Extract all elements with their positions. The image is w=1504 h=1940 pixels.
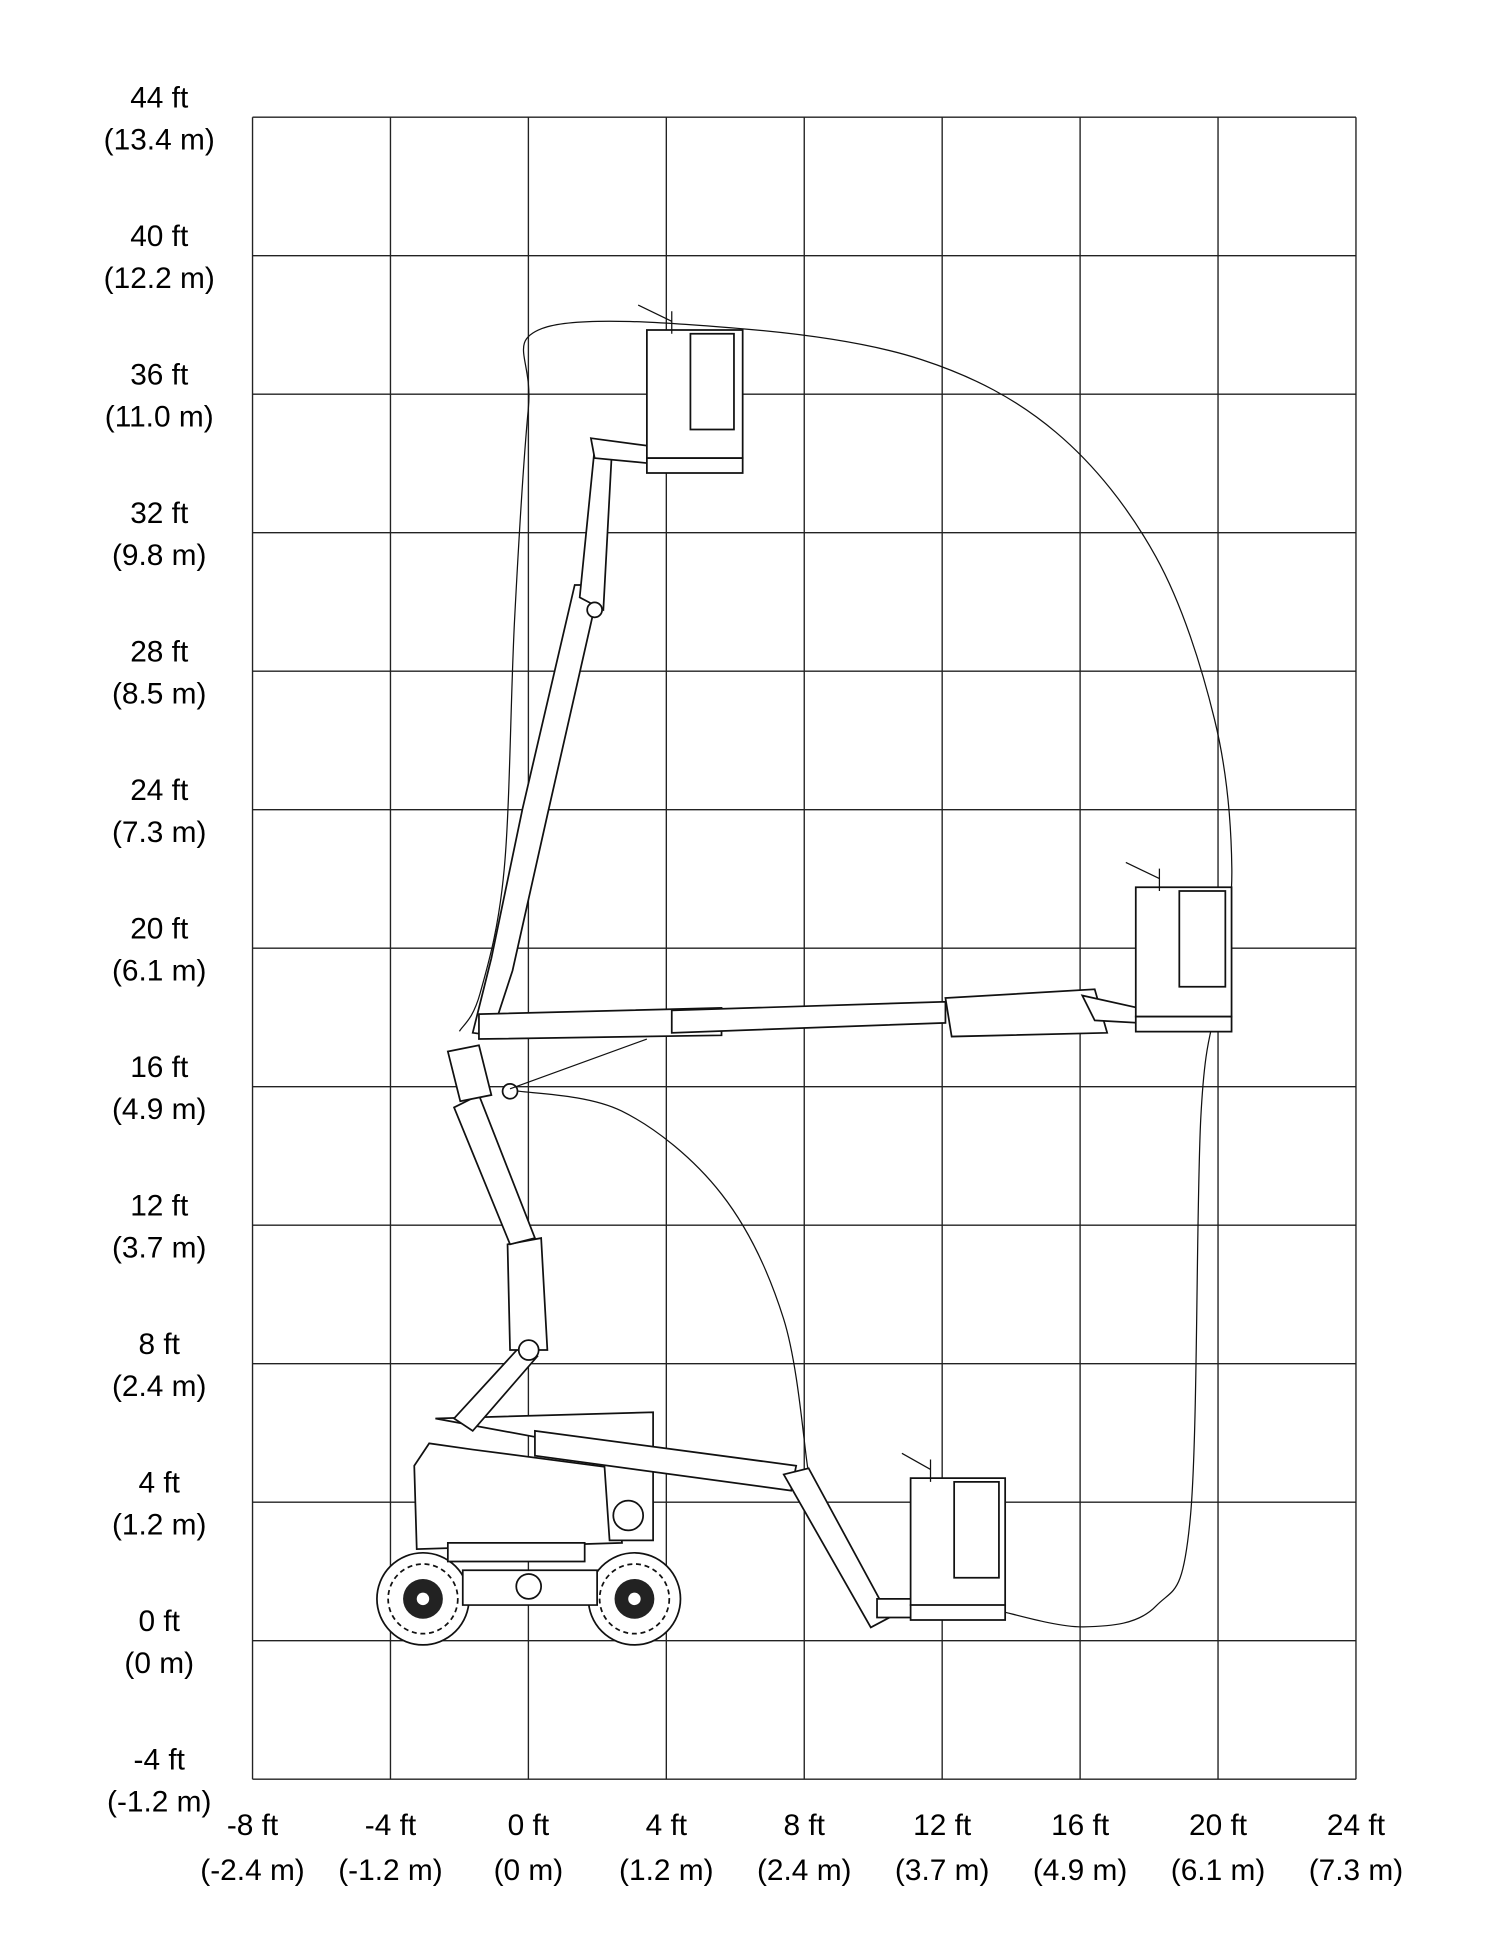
x-tick-label-ft: 16 ft (1051, 1809, 1110, 1842)
boom-horizontal (478, 988, 1140, 1090)
platform-top (637, 304, 744, 474)
x-tick-label-ft: 20 ft (1189, 1809, 1248, 1842)
x-tick-label-ft: 12 ft (913, 1809, 972, 1842)
y-tick-label-m: (3.7 m) (112, 1232, 207, 1265)
x-tick-label-m: (6.1 m) (1171, 1854, 1266, 1887)
platform-extended (1125, 861, 1233, 1033)
x-tick-label-ft: 8 ft (784, 1809, 826, 1842)
x-tick-label-m: (-2.4 m) (200, 1854, 304, 1887)
y-tick-label-m: (11.0 m) (105, 401, 214, 434)
y-tick-label-ft: 40 ft (130, 220, 189, 253)
y-tick-label-m: (8.5 m) (112, 678, 207, 711)
y-tick-label-m: (4.9 m) (112, 1093, 207, 1126)
y-tick-label-ft: 0 ft (138, 1605, 180, 1638)
x-tick-label-m: (2.4 m) (757, 1854, 852, 1887)
y-tick-label-m: (-1.2 m) (107, 1786, 211, 1819)
x-tick-label-m: (-1.2 m) (338, 1854, 442, 1887)
y-tick-label-ft: 16 ft (130, 1051, 189, 1084)
y-tick-label-m: (12.2 m) (104, 262, 215, 295)
y-axis-labels: 44 ft (13.4 m) 40 ft (12.2 m) 36 ft (11.0 m) 3… (104, 81, 215, 1818)
y-tick-label-m: (7.3 m) (112, 816, 207, 849)
wheel-rear (376, 1551, 470, 1646)
y-tick-label-m: (0 m) (124, 1647, 194, 1680)
x-tick-label-ft: -8 ft (227, 1809, 279, 1842)
y-tick-label-m: (6.1 m) (112, 955, 207, 988)
y-tick-label-ft: 8 ft (138, 1328, 180, 1361)
y-tick-label-ft: 28 ft (130, 635, 189, 668)
x-tick-label-ft: -4 ft (365, 1809, 417, 1842)
y-tick-label-ft: 36 ft (130, 358, 189, 391)
y-tick-label-m: (13.4 m) (104, 124, 215, 157)
lower-boom (446, 1044, 549, 1433)
y-tick-label-m: (1.2 m) (112, 1509, 207, 1542)
x-axis-labels: -8 ft (-2.4 m) -4 ft (-1.2 m) 0 ft (0 m) 4 ft (… (200, 1809, 1403, 1887)
y-tick-label-ft: 20 ft (130, 912, 189, 945)
inner-arc-line (511, 1089, 809, 1468)
x-tick-label-m: (7.3 m) (1309, 1854, 1404, 1887)
y-tick-label-ft: -4 ft (134, 1743, 186, 1776)
y-tick-label-m: (9.8 m) (112, 539, 207, 572)
boom-vertical (471, 437, 648, 1037)
x-tick-label-ft: 4 ft (646, 1809, 688, 1842)
grid (251, 116, 1357, 1780)
y-tick-label-ft: 32 ft (130, 497, 189, 530)
y-tick-label-m: (2.4 m) (112, 1370, 207, 1403)
y-tick-label-ft: 24 ft (130, 774, 189, 807)
boom-lowered (534, 1429, 922, 1629)
x-tick-label-ft: 0 ft (508, 1809, 550, 1842)
y-tick-label-ft: 44 ft (130, 81, 189, 114)
outer-working-envelope-line (458, 320, 1233, 1628)
x-tick-label-m: (3.7 m) (895, 1854, 990, 1887)
y-tick-label-ft: 4 ft (138, 1466, 180, 1499)
wheel-front (587, 1551, 682, 1646)
x-tick-label-m: (1.2 m) (619, 1854, 714, 1887)
platform-ground (901, 1452, 1007, 1621)
y-tick-label-ft: 12 ft (130, 1189, 189, 1222)
x-tick-label-m: (4.9 m) (1033, 1854, 1128, 1887)
envelope-curves (458, 320, 1233, 1628)
x-tick-label-ft: 24 ft (1327, 1809, 1386, 1842)
x-tick-label-m: (0 m) (494, 1854, 564, 1887)
aerial-lift-base (376, 1411, 682, 1646)
